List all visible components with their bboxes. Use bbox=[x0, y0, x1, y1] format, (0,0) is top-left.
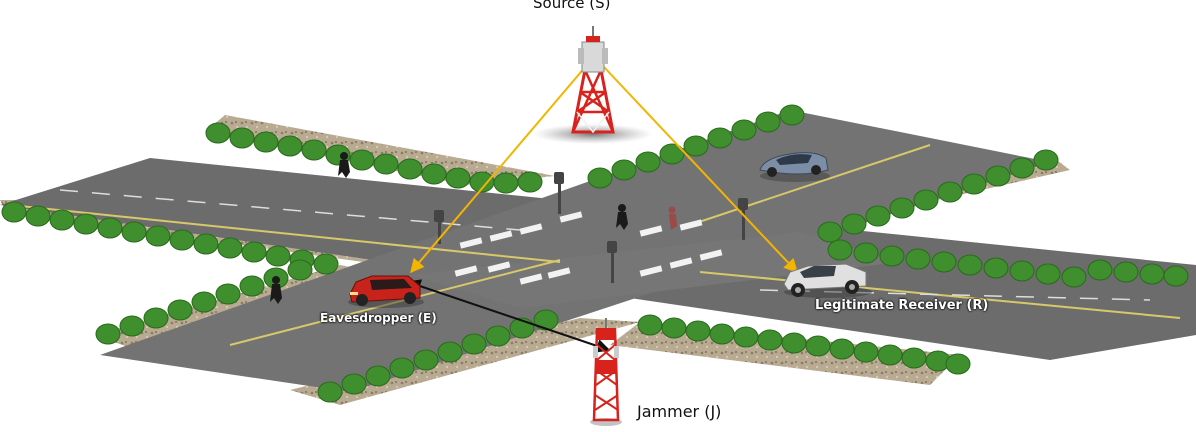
jammer-label: Jammer (J) bbox=[637, 402, 722, 421]
source-to-eavesdropper-link bbox=[410, 65, 587, 274]
hedge-icon bbox=[1, 104, 1189, 403]
pedestrian-icon bbox=[270, 152, 677, 304]
traffic-light-icon bbox=[434, 172, 748, 283]
source-tower-icon bbox=[533, 26, 653, 144]
signal-links bbox=[406, 65, 798, 353]
receiver-label: Legitimate Receiver (R) bbox=[815, 298, 989, 313]
eavesdropper-label: Eavesdropper (E) bbox=[320, 311, 437, 325]
sedan-car-icon bbox=[759, 152, 830, 182]
eavesdropper-car-icon bbox=[348, 275, 424, 308]
source-to-receiver-link bbox=[602, 65, 798, 274]
receiver-car-icon bbox=[783, 263, 872, 298]
source-label: Source (S) bbox=[533, 0, 611, 12]
roads bbox=[0, 110, 1196, 392]
jammer-tower-icon bbox=[590, 318, 622, 426]
jammer-to-eavesdropper-link bbox=[406, 279, 611, 353]
